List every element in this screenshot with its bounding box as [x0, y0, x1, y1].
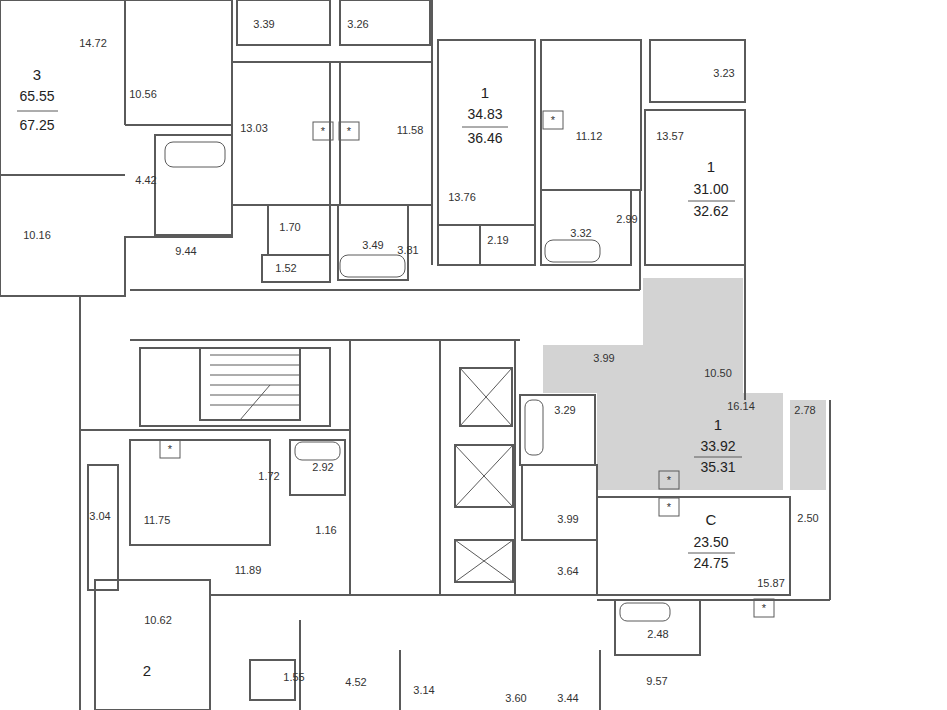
area-label: 11.12	[576, 130, 603, 142]
area-label: 3.39	[253, 18, 274, 30]
area-label: 3.60	[505, 692, 526, 704]
area-label: 3.64	[557, 565, 578, 577]
area-label: 3.99	[557, 513, 578, 525]
area-label: 1.70	[279, 221, 300, 233]
area-label: 2.99	[616, 213, 637, 225]
area-label: 1.16	[315, 524, 336, 536]
area-label: *	[551, 114, 555, 126]
area-label: 13.03	[240, 122, 268, 134]
area-label: 3.14	[413, 684, 434, 696]
area-label: 11.75	[144, 514, 171, 526]
area-label: 4.52	[345, 676, 366, 688]
area-label: 16.14	[727, 400, 755, 412]
area-label: 1.52	[275, 262, 296, 274]
area-label: 3.26	[347, 18, 368, 30]
area-label: 2	[143, 663, 151, 680]
area-label: 3.44	[557, 692, 578, 704]
area-label: *	[347, 125, 351, 137]
area-label: 1	[707, 159, 715, 176]
area-label: 33.92	[700, 439, 735, 454]
area-label: 10.62	[144, 614, 172, 626]
area-label: *	[667, 501, 671, 513]
area-label: 3.81	[397, 244, 418, 256]
area-label: 3.99	[593, 352, 614, 364]
area-label: 35.31	[700, 460, 735, 475]
area-label: 15.87	[757, 577, 785, 589]
area-label: 1.72	[258, 470, 279, 482]
area-label: 2.92	[312, 461, 333, 473]
area-label: 9.57	[646, 675, 667, 687]
area-label: 13.76	[448, 191, 476, 203]
area-label: 67.25	[19, 118, 54, 133]
area-label: 13.57	[656, 130, 684, 142]
area-label: 65.55	[19, 89, 54, 104]
area-label: *	[168, 443, 172, 455]
area-label: 10.16	[23, 229, 51, 241]
area-label: 3.32	[570, 227, 591, 239]
area-label: 11.58	[397, 124, 424, 136]
area-label: 31.00	[693, 182, 728, 197]
area-label: С	[706, 512, 717, 529]
area-label: 1	[481, 85, 489, 102]
area-label: 36.46	[467, 131, 502, 146]
area-label: 9.44	[175, 245, 196, 257]
area-label: 14.72	[79, 37, 107, 49]
area-label: *	[762, 602, 766, 614]
area-label: *	[321, 125, 325, 137]
area-label: 1.55	[283, 671, 304, 683]
area-label: 3.49	[362, 239, 383, 251]
area-label: 2.48	[647, 628, 668, 640]
area-label: 34.83	[467, 107, 502, 122]
area-label: 3.23	[713, 67, 734, 79]
area-label: 3.29	[554, 404, 575, 416]
area-label: 10.50	[704, 367, 732, 379]
area-label: *	[667, 474, 671, 486]
area-label: 32.62	[693, 204, 728, 219]
area-label: 10.56	[129, 88, 157, 100]
area-label: 2.50	[797, 512, 818, 524]
area-label: 3.04	[89, 510, 110, 522]
area-label: 24.75	[693, 556, 728, 571]
area-label: 2.19	[487, 234, 508, 246]
area-label: 23.50	[693, 535, 728, 550]
area-label: 11.89	[235, 564, 262, 576]
area-label: 2.78	[794, 404, 815, 416]
area-label: 4.42	[135, 174, 156, 186]
area-label: 1	[714, 417, 722, 434]
area-label: 3	[33, 67, 41, 84]
